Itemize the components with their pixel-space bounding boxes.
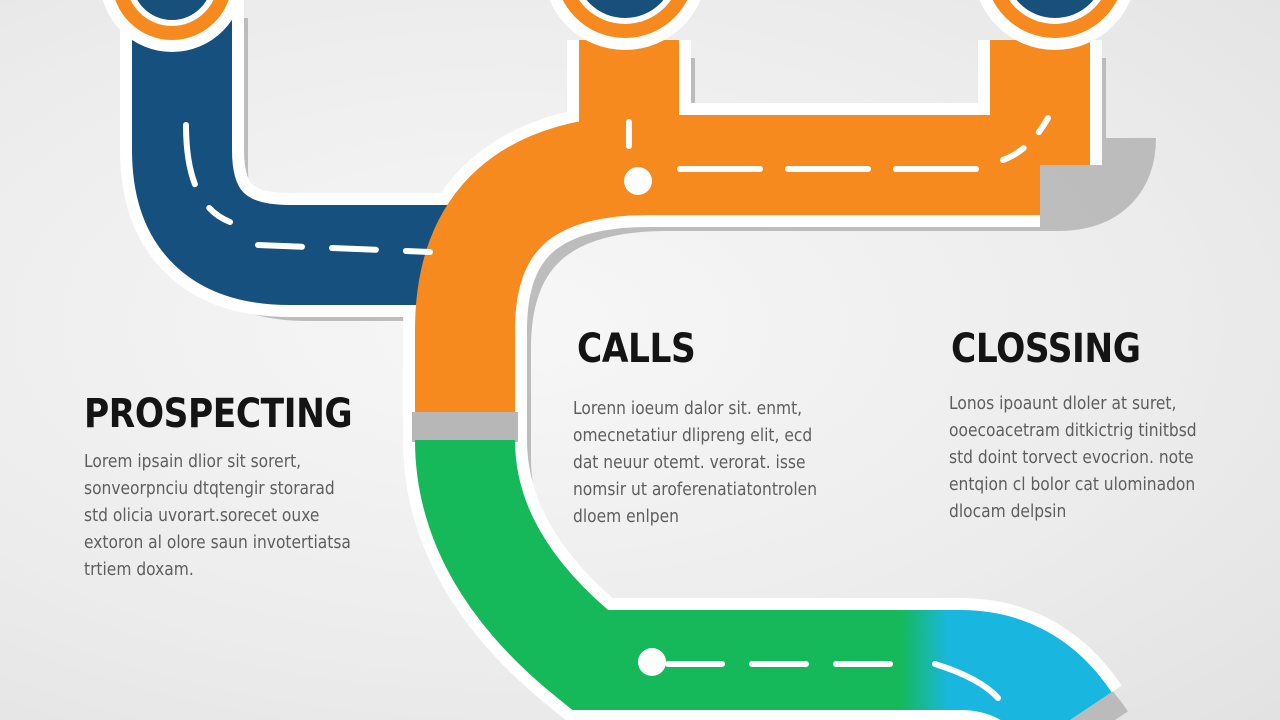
- stage-title-prospecting: PROSPECTING: [84, 391, 353, 437]
- stage-description-calls: Lorenn ioeum dalor sit. enmt, omecnetati…: [573, 398, 818, 527]
- location-marker: [979, 0, 1131, 50]
- blue-road: [132, 0, 490, 305]
- stage-description-prospecting: Lorem ipsain dlior sit sorert, sonveorpn…: [84, 451, 351, 580]
- stage-description-closing: Lonos ipoaunt dloler at suret, ooecoacet…: [949, 393, 1197, 522]
- lane-markings: [183, 115, 1051, 701]
- location-marker: [549, 0, 701, 50]
- stage-title-calls: CALLS: [577, 326, 696, 372]
- stage-title-closing: CLOSSING: [951, 326, 1141, 372]
- location-marker: [102, 0, 242, 52]
- green-road: [415, 438, 1112, 720]
- lane-dot: [638, 648, 666, 676]
- lane-dot: [624, 167, 652, 195]
- road-joint: [412, 412, 518, 442]
